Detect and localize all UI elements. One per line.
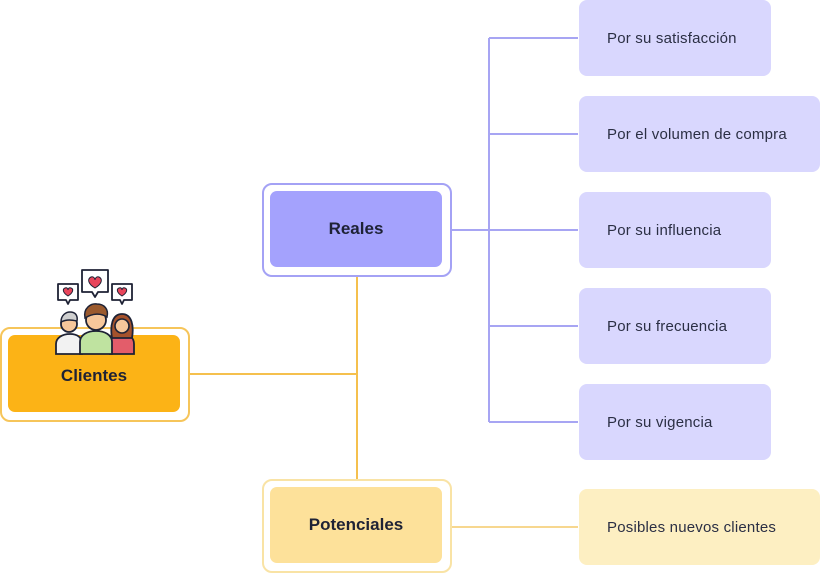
leaf-label: Por su vigencia — [607, 413, 713, 431]
leaf-volumen-compra[interactable]: Por el volumen de compra — [579, 96, 820, 172]
leaf-posibles-nuevos-clientes[interactable]: Posibles nuevos clientes — [579, 489, 820, 565]
potenciales-node[interactable]: Potenciales — [270, 487, 442, 563]
reales-node[interactable]: Reales — [270, 191, 442, 267]
root-node-label: Clientes — [60, 365, 128, 385]
leaf-label: Por su satisfacción — [607, 29, 737, 47]
leaf-label: Por su frecuencia — [607, 317, 728, 335]
leaf-label: Por su influencia — [607, 221, 722, 239]
leaf-frecuencia[interactable]: Por su frecuencia — [579, 288, 771, 364]
customers-love-icon — [55, 269, 135, 355]
leaf-vigencia[interactable]: Por su vigencia — [579, 384, 771, 460]
leaf-influencia[interactable]: Por su influencia — [579, 192, 771, 268]
potenciales-node-label: Potenciales — [308, 515, 404, 534]
leaf-label: Por el volumen de compra — [607, 125, 787, 143]
reales-node-label: Reales — [328, 219, 384, 238]
leaf-satisfaccion[interactable]: Por su satisfacción — [579, 0, 771, 76]
reales-connectors — [452, 37, 578, 423]
root-connectors — [189, 277, 358, 480]
leaf-label: Posibles nuevos clientes — [607, 518, 777, 536]
